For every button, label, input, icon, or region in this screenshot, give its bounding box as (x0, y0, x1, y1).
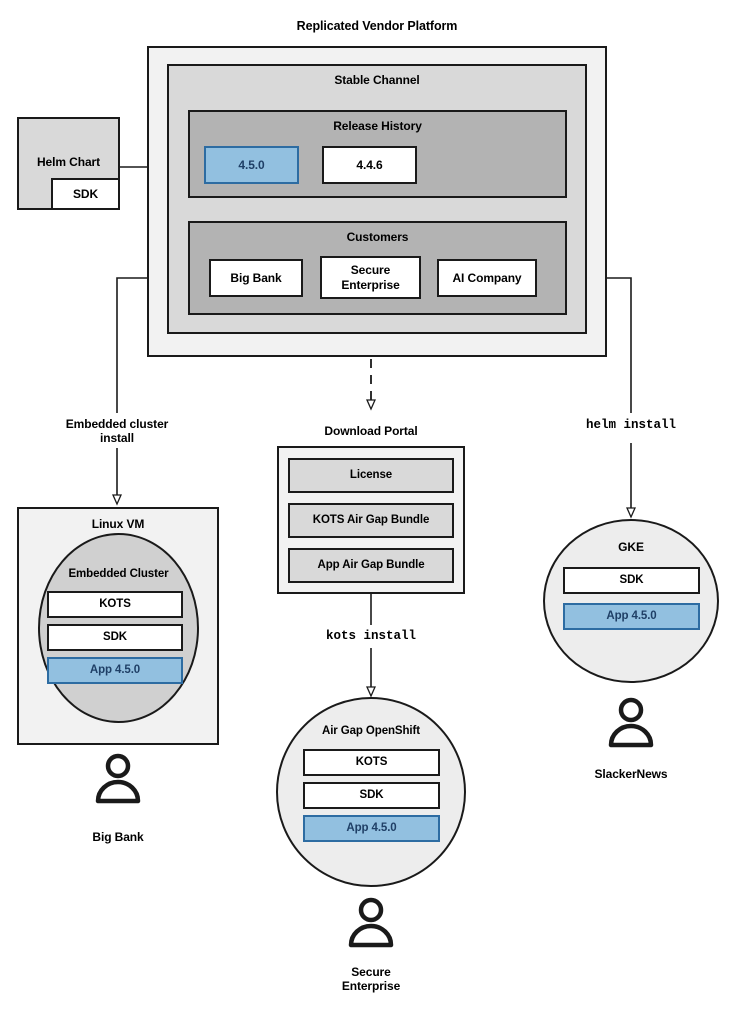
release-history-label: Release History (333, 119, 422, 133)
actor-label-slackernews: SlackerNews (594, 766, 668, 781)
customer-big-bank[interactable]: Big Bank (209, 259, 303, 297)
edge-label-embedded-cluster-install: Embedded cluster install (65, 416, 169, 445)
linux-vm-component-sdk[interactable]: SDK (47, 624, 183, 651)
download-portal-label: Download Portal (324, 423, 418, 438)
gke-ellipse (543, 519, 719, 683)
stable-channel-label: Stable Channel (334, 73, 420, 87)
gke-component-sdk[interactable]: SDK (563, 567, 700, 594)
air-gap-openshift-label: Air Gap OpenShift (322, 724, 420, 737)
openshift-component-kots[interactable]: KOTS (303, 749, 440, 776)
release-version-450[interactable]: 4.5.0 (204, 146, 299, 184)
gke-component-app[interactable]: App 4.5.0 (563, 603, 700, 630)
linux-vm-component-kots[interactable]: KOTS (47, 591, 183, 618)
download-portal-artifact-app-bundle[interactable]: App Air Gap Bundle (288, 548, 454, 583)
linux-vm-label: Linux VM (91, 516, 145, 531)
person-icon (348, 897, 394, 948)
download-portal-artifact-license[interactable]: License (288, 458, 454, 493)
edge-label-helm-install: helm install (585, 417, 676, 432)
linux-vm-component-app[interactable]: App 4.5.0 (47, 657, 183, 684)
actor-slackernews (603, 697, 659, 749)
customer-secure-enterprise[interactable]: Secure Enterprise (320, 256, 421, 299)
actor-big-bank (90, 753, 146, 805)
release-version-446[interactable]: 4.4.6 (322, 146, 417, 184)
openshift-component-sdk[interactable]: SDK (303, 782, 440, 809)
download-portal-artifact-kots-bundle[interactable]: KOTS Air Gap Bundle (288, 503, 454, 538)
page-title: Replicated Vendor Platform (296, 18, 458, 33)
person-icon (608, 697, 654, 748)
actor-label-big-bank: Big Bank (92, 829, 144, 844)
embedded-cluster-label: Embedded Cluster (68, 568, 169, 581)
gke-label: GKE (618, 540, 644, 555)
edge-label-kots-install: kots install (325, 628, 416, 643)
customers-label: Customers (346, 230, 409, 244)
person-icon (95, 753, 141, 804)
actor-secure-enterprise (343, 897, 399, 949)
customer-ai-company[interactable]: AI Company (437, 259, 537, 297)
helm-chart-sdk-box[interactable]: SDK (51, 178, 120, 210)
openshift-component-app[interactable]: App 4.5.0 (303, 815, 440, 842)
actor-label-secure-enterprise: Secure Enterprise (341, 965, 401, 994)
helm-chart-label: Helm Chart (36, 155, 100, 169)
